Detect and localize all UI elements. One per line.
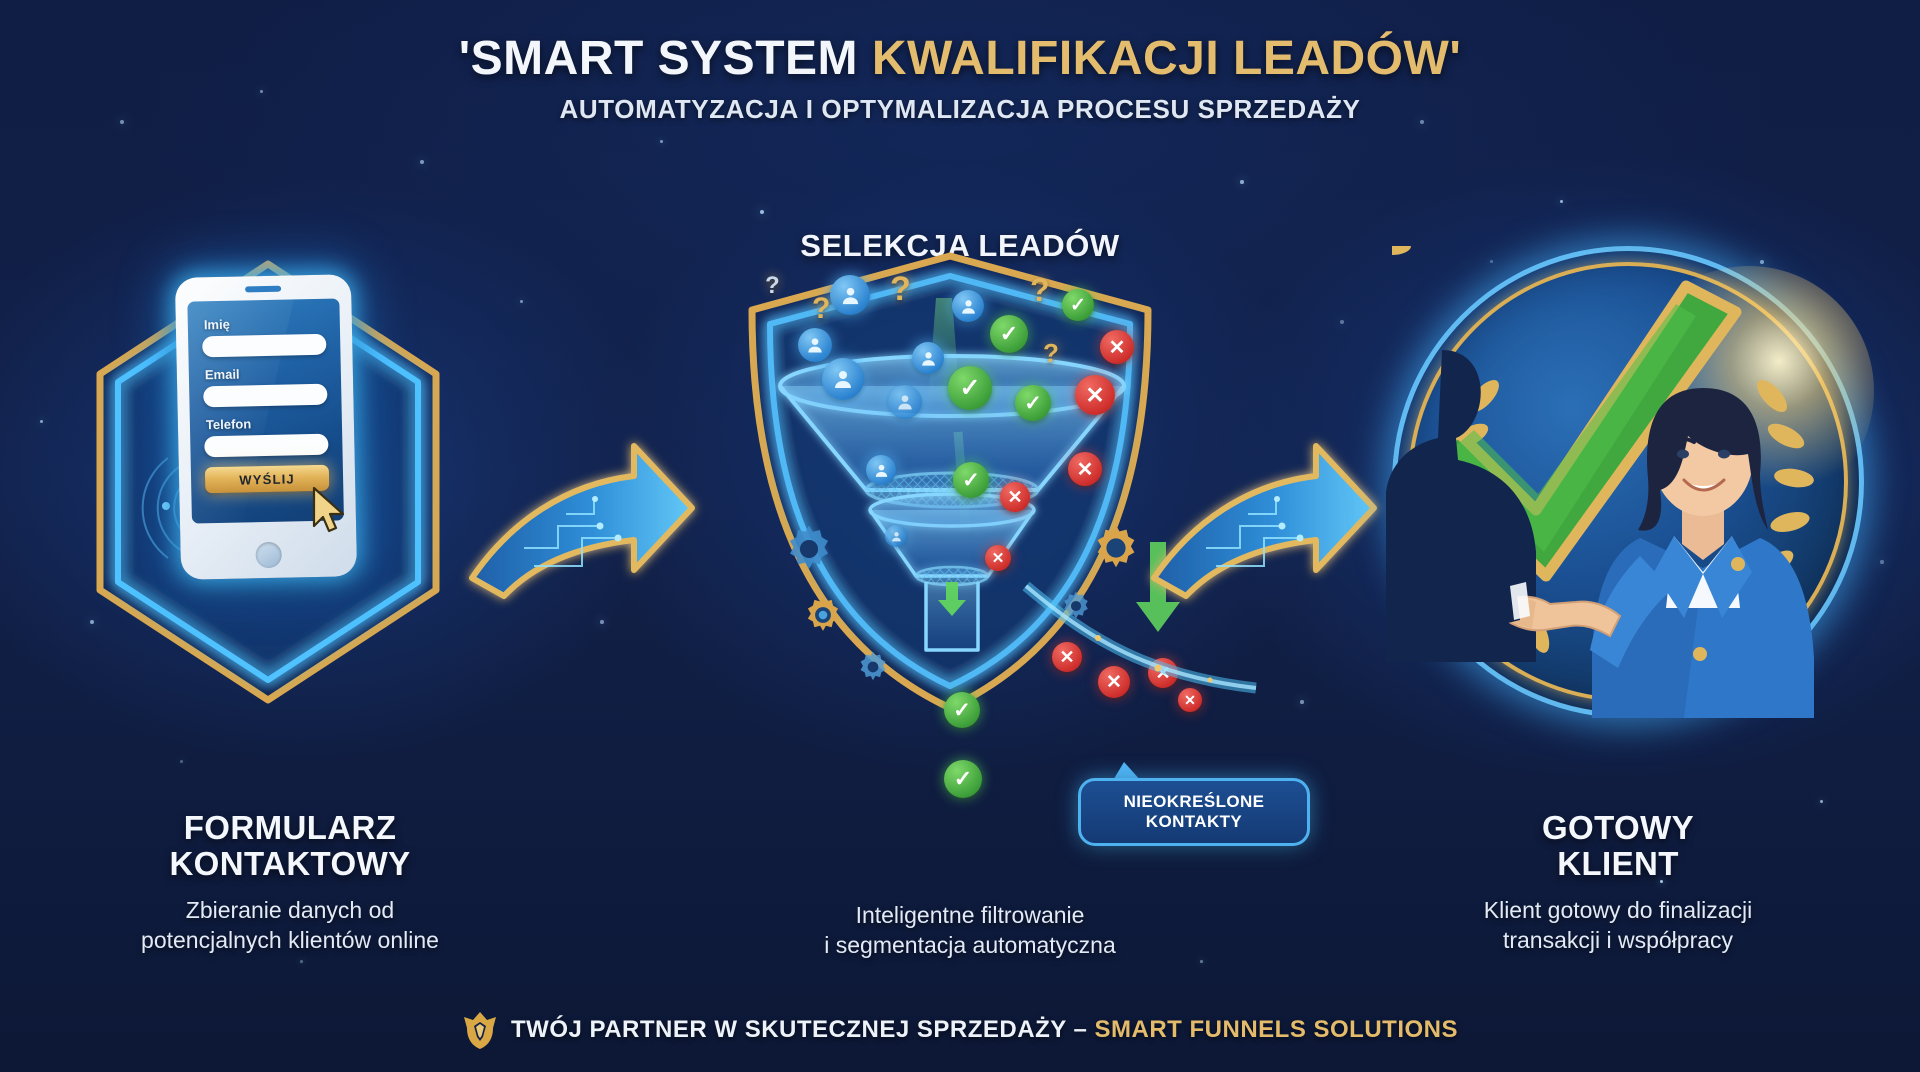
question-mark-icon: ?	[890, 270, 911, 309]
submit-button-label: WYŚLIJ	[239, 471, 295, 487]
caption-title-form: FORMULARZ KONTAKTOWY	[80, 810, 500, 883]
rejected-cross-icon: ✕	[1075, 375, 1115, 415]
lead-person-icon	[912, 342, 944, 374]
caption-desc-form: Zbieranie danych od potencjalnych klient…	[80, 895, 500, 956]
caption-title-form-line1: FORMULARZ	[184, 809, 397, 846]
phone-speaker	[245, 286, 281, 293]
business-person-avatar	[1588, 358, 1818, 718]
question-mark-icon: ?	[1043, 338, 1059, 369]
caption-client: GOTOWY KLIENT Klient gotowy do finalizac…	[1408, 810, 1828, 955]
arrow-form-to-selection	[470, 430, 770, 630]
qualified-check-icon: ✓	[944, 760, 982, 798]
gear-icon	[854, 648, 892, 686]
callout-line-1: NIEOKREŚLONE	[1124, 792, 1265, 812]
name-input[interactable]	[202, 334, 326, 358]
caption-desc-selection-line1: Inteligentne filtrowanie	[856, 902, 1085, 928]
footer-text-white: TWÓJ PARTNER W SKUTECZNEJ SPRZEDAŻY –	[511, 1016, 1095, 1043]
lead-person-icon	[866, 455, 896, 485]
question-mark-icon: ?	[765, 272, 780, 300]
phone-input[interactable]	[204, 434, 328, 458]
client-panel-frame	[1392, 246, 1864, 718]
field-label-phone: Telefon	[206, 415, 328, 433]
caption-desc-selection-line2: i segmentacja automatyczna	[824, 932, 1116, 958]
caption-title-client-line1: GOTOWY	[1542, 809, 1694, 846]
question-mark-icon: ?	[1030, 272, 1050, 309]
field-label-name: Imię	[204, 315, 326, 333]
question-mark-icon: ?	[812, 292, 830, 326]
phone-home-button	[255, 542, 282, 569]
header: 'SMART SYSTEM KWALIFIKACJI LEADÓW' AUTOM…	[0, 34, 1920, 125]
rejected-cross-icon: ✕	[985, 545, 1011, 571]
page-title-white: 'SMART SYSTEM	[459, 32, 872, 85]
callout-line-2: KONTAKTY	[1146, 812, 1242, 832]
caption-desc-selection: Inteligentne filtrowanie i segmentacja a…	[760, 900, 1180, 961]
caption-form: FORMULARZ KONTAKTOWY Zbieranie danych od…	[80, 810, 500, 955]
qualified-check-icon: ✓	[1062, 289, 1094, 321]
gear-icon	[800, 592, 846, 638]
qualified-check-icon: ✓	[944, 692, 980, 728]
caption-selection: Inteligentne filtrowanie i segmentacja a…	[760, 900, 1180, 961]
rejected-cross-icon: ✕	[1068, 452, 1102, 486]
field-label-email: Email	[205, 365, 327, 383]
page-subtitle: AUTOMATYZACJA I OPTYMALIZACJA PROCESU SP…	[0, 94, 1920, 125]
footer: TWÓJ PARTNER W SKUTECZNEJ SPRZEDAŻY – SM…	[0, 1010, 1920, 1050]
lead-person-icon	[888, 385, 922, 419]
caption-title-client: GOTOWY KLIENT	[1408, 810, 1828, 883]
handshake-icon	[1492, 572, 1632, 656]
lead-person-icon	[952, 290, 984, 322]
lead-person-icon	[798, 328, 832, 362]
page-title: 'SMART SYSTEM KWALIFIKACJI LEADÓW'	[0, 34, 1920, 84]
caption-desc-client: Klient gotowy do finalizacji transakcji …	[1408, 895, 1828, 956]
caption-desc-form-line2: potencjalnych klientów online	[141, 927, 439, 953]
brand-shield-logo-icon	[462, 1010, 498, 1050]
qualified-check-icon: ✓	[953, 462, 989, 498]
gear-icon	[780, 520, 838, 578]
caption-desc-client-line1: Klient gotowy do finalizacji	[1484, 897, 1752, 923]
mouse-cursor-icon	[310, 486, 350, 534]
qualified-check-icon: ✓	[1015, 385, 1051, 421]
lead-person-icon	[885, 525, 907, 547]
caption-title-client-line2: KLIENT	[1557, 845, 1679, 882]
lead-person-icon	[830, 275, 870, 315]
email-input[interactable]	[203, 384, 327, 408]
caption-title-form-line2: KONTAKTOWY	[169, 845, 410, 882]
qualified-check-icon: ✓	[948, 366, 992, 410]
footer-text: TWÓJ PARTNER W SKUTECZNEJ SPRZEDAŻY – SM…	[511, 1016, 1458, 1044]
lead-person-icon	[822, 358, 864, 400]
rejected-cross-icon: ✕	[1100, 330, 1134, 364]
footer-text-gold: SMART FUNNELS SOLUTIONS	[1095, 1016, 1459, 1043]
page-title-gold: KWALIFIKACJI LEADÓW'	[872, 32, 1461, 85]
undefined-contacts-callout: NIEOKREŚLONE KONTAKTY	[1078, 778, 1310, 846]
qualified-check-icon: ✓	[990, 315, 1028, 353]
rejected-cross-icon: ✕	[1000, 482, 1030, 512]
caption-desc-form-line1: Zbieranie danych od	[186, 897, 394, 923]
caption-desc-client-line2: transakcji i współpracy	[1503, 927, 1733, 953]
